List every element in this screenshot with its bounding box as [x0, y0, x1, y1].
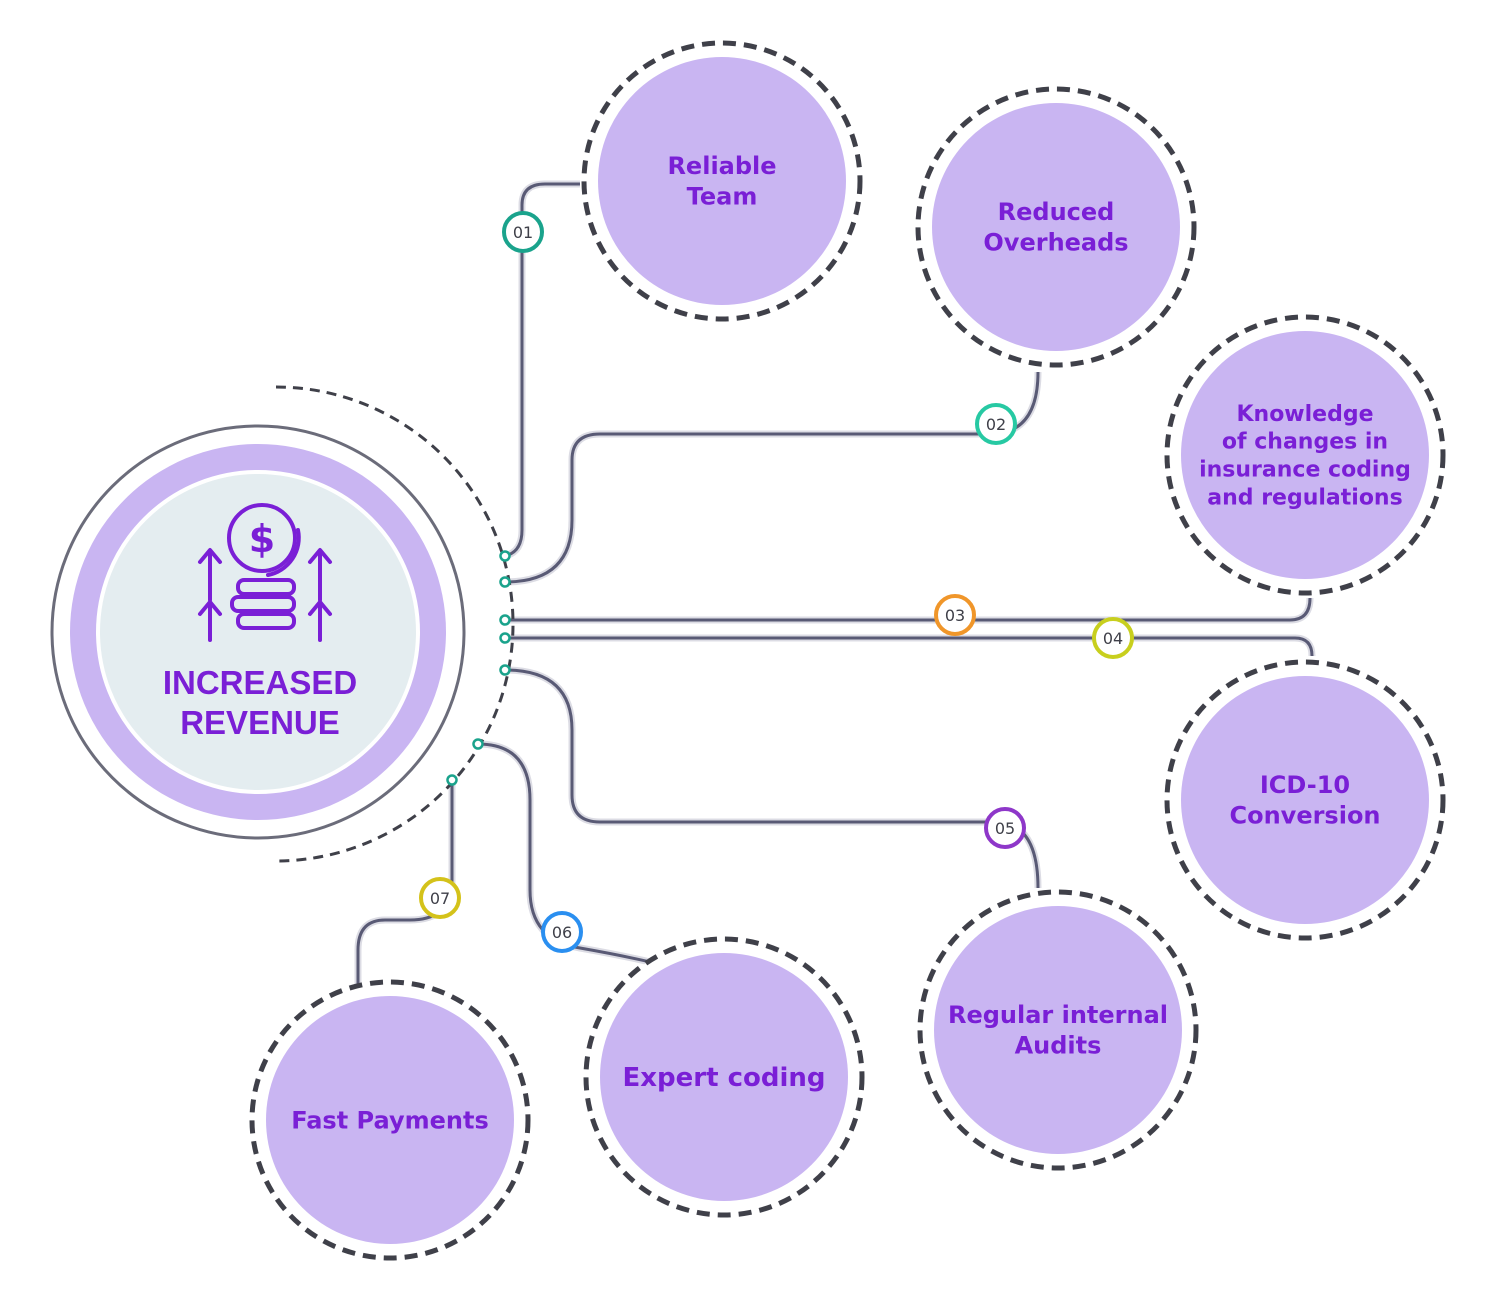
number-badge-06: 06: [541, 911, 583, 953]
center-inner-disc: [96, 470, 420, 794]
badge-ring-03: [934, 594, 976, 636]
connector-lines: [354, 180, 1316, 986]
hub-dot-02: [499, 576, 511, 588]
node-label-01-line-2: Team: [687, 183, 758, 211]
hub-dot-07: [446, 774, 458, 786]
badge-ring-04: [1092, 617, 1134, 659]
benefit-node-07: Fast Payments: [249, 979, 531, 1261]
benefit-node-06: Expert coding: [583, 936, 865, 1218]
number-badges: 01 02 03 04 05 06 07: [419, 211, 1134, 953]
connector-line-05: [504, 668, 1040, 889]
badge-ring-06: [541, 911, 583, 953]
badge-number-06: 06: [552, 923, 572, 942]
number-badge-03: 03: [934, 594, 976, 636]
badge-number-05: 05: [995, 819, 1015, 838]
node-disc-04: [1181, 676, 1429, 924]
node-label-03-line-2: of changes in: [1222, 430, 1388, 455]
badge-number-07: 07: [430, 889, 450, 908]
badge-number-02: 02: [986, 415, 1006, 434]
node-disc-03: [1181, 331, 1429, 579]
hub-dot-06: [472, 738, 484, 750]
center-title-line-1: INCREASED: [163, 664, 357, 701]
badge-ring-02: [975, 403, 1017, 445]
node-label-03-line-3: insurance coding: [1199, 458, 1411, 483]
hub-dot-03: [499, 614, 511, 626]
revenue-coins-arrows-icon: $: [198, 503, 332, 642]
number-badge-01: 01: [502, 211, 544, 253]
connector-halo-05: [504, 666, 1042, 889]
number-badge-07: 07: [419, 877, 461, 919]
benefit-nodes: ReliableTeamReducedOverheadsKnowledgeof …: [249, 40, 1446, 1261]
node-label-04-line-2: Conversion: [1229, 802, 1380, 830]
hub-connector-dots: [446, 550, 511, 786]
number-badge-04: 04: [1092, 617, 1134, 659]
svg-text:$: $: [249, 517, 275, 561]
node-label-03-line-1: Knowledge: [1236, 402, 1373, 427]
number-badge-02: 02: [975, 403, 1017, 445]
node-label-06-line-1: Expert coding: [623, 1063, 826, 1093]
node-label-03-line-4: and regulations: [1207, 486, 1402, 511]
hub-dot-05: [499, 664, 511, 676]
badge-number-03: 03: [945, 606, 965, 625]
node-label-04-line-1: ICD-10: [1260, 771, 1350, 799]
badge-ring-07: [419, 877, 461, 919]
benefit-node-03: Knowledge of changes in insurance coding an…: [1164, 314, 1446, 596]
node-label-01-line-1: Reliable: [667, 152, 776, 180]
node-label-05-line-2: Audits: [1015, 1032, 1102, 1060]
badge-ring-05: [984, 807, 1026, 849]
node-disc-05: [934, 906, 1182, 1154]
number-badge-05: 05: [984, 807, 1026, 849]
connector-line-04: [505, 636, 1314, 657]
node-disc-01: [598, 57, 846, 305]
node-disc-07: [266, 996, 514, 1244]
connector-line-01: [504, 182, 580, 558]
node-label-02-line-1: Reduced: [998, 198, 1115, 226]
node-label-07-line-1: Fast Payments: [291, 1106, 488, 1134]
hub-dot-01: [499, 550, 511, 562]
connector-halo-03: [505, 597, 1314, 624]
node-label-05-line-1: Regular internal: [948, 1001, 1168, 1029]
connector-halo-04: [505, 634, 1316, 657]
connector-line-06: [477, 742, 651, 964]
connector-line-03: [505, 597, 1312, 622]
node-label-02-line-2: Overheads: [983, 229, 1128, 257]
hub-dot-04: [499, 632, 511, 644]
badge-ring-01: [502, 211, 544, 253]
node-disc-06: [600, 953, 848, 1201]
badge-number-04: 04: [1103, 629, 1123, 648]
center-title-line-2: REVENUE: [180, 704, 340, 741]
center-hub: $ INCREASED REVENUE: [50, 385, 515, 863]
connector-line-02: [504, 371, 1040, 584]
node-disc-02: [932, 103, 1180, 351]
connector-halo-02: [504, 371, 1042, 586]
badge-number-01: 01: [513, 223, 533, 242]
